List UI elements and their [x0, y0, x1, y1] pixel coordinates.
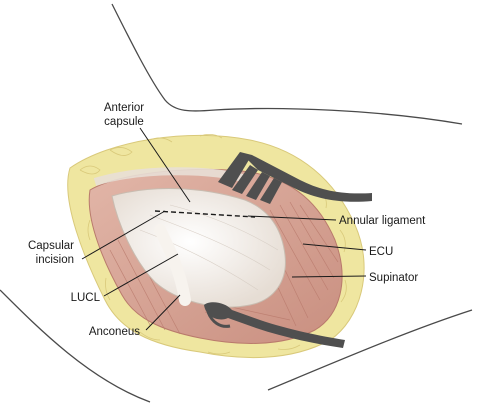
label-lucl: LUCL	[71, 292, 101, 304]
label-anterior-capsule-2: capsule	[104, 116, 144, 128]
leader-anterior-capsule	[139, 127, 191, 203]
leader-lucl	[103, 253, 179, 297]
forearm-skin-edge	[267, 309, 473, 391]
label-capsular-incision-1: Capsular	[28, 240, 74, 252]
forearm-lower-contour	[0, 289, 151, 403]
leader-annular-ligament	[247, 215, 337, 221]
upper-arm-contour	[111, 3, 463, 125]
label-capsular-incision-2: incision	[36, 254, 74, 266]
skin-outline	[0, 3, 473, 403]
leader-ecu	[302, 243, 367, 251]
rake-retractor-icon	[204, 302, 345, 348]
label-ecu: ECU	[369, 246, 393, 258]
label-anterior-capsule-1: Anterior	[104, 102, 144, 114]
rake-retractor-icon	[218, 152, 372, 204]
lucl-band	[154, 224, 191, 306]
leader-supinator	[291, 275, 367, 278]
label-annular-ligament: Annular ligament	[339, 215, 426, 227]
leader-lines	[81, 127, 367, 331]
label-anconeus: Anconeus	[89, 326, 140, 338]
capsular-incision-line	[154, 210, 256, 218]
leader-capsular-incision	[81, 210, 166, 260]
leader-anconeus	[145, 294, 181, 331]
capsule-fibers	[139, 204, 279, 291]
label-supinator: Supinator	[369, 272, 418, 284]
